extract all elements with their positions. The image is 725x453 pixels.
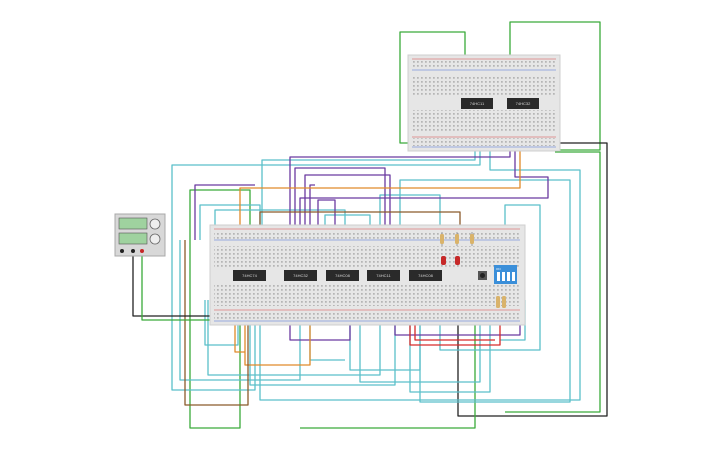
chip-74hc32[interactable]: 74HC32 [284,270,317,281]
dip-switch-label: ON [496,267,501,271]
wire-cyan[interactable] [399,179,571,403]
chip-74hc74[interactable]: 74HC74 [233,270,266,281]
chip-label: 74HC74 [242,273,257,278]
wire-green[interactable] [505,151,601,413]
chip-74hc11[interactable]: 74HC11 [367,270,400,281]
chip-74hc08-a[interactable]: 74HC08 [326,270,359,281]
wire-purple[interactable] [317,199,336,240]
wire-purple[interactable] [309,184,315,240]
chip-label: 74HC08 [335,273,350,278]
wire-cyan[interactable] [439,204,541,351]
chip-label: 74HC11 [470,101,485,106]
wire-cyan[interactable] [409,316,491,393]
wire-purple[interactable] [194,184,255,240]
resistor[interactable] [502,296,506,308]
wire-green[interactable] [509,21,601,151]
led-red[interactable] [455,256,460,265]
wire-green[interactable] [189,189,251,429]
chip-label: 74HC32 [293,273,308,278]
chip-74hc11-top[interactable]: 74HC11 [461,98,493,109]
chip-74hc32-top[interactable]: 74HC32 [507,98,539,109]
wire-purple[interactable] [299,130,549,240]
wire-red[interactable] [409,310,501,346]
dip-switch[interactable]: ON [494,265,517,284]
chip-label: 74HC08 [418,273,433,278]
chip-label: 74HC11 [376,273,391,278]
wire-cyan[interactable] [379,194,441,240]
wire-cyan[interactable] [249,316,396,386]
wire-cyan[interactable] [204,300,239,346]
wire-cyan[interactable] [171,130,481,391]
wire-orange[interactable] [244,316,311,366]
wire-brown[interactable] [184,240,249,406]
wire-orange[interactable] [239,130,521,232]
resistor[interactable] [455,232,459,246]
wire-purple[interactable] [304,174,391,240]
power-supply[interactable] [114,213,166,257]
wire-purple[interactable] [289,316,351,341]
wire-green[interactable] [141,255,215,321]
resistor[interactable] [440,232,444,246]
wire-green[interactable] [300,318,476,429]
resistor[interactable] [470,232,474,246]
wire-cyan[interactable] [207,300,381,376]
chip-74hc08-b[interactable]: 74HC08 [409,270,442,281]
wire-black[interactable] [457,142,608,417]
wire-orange[interactable] [234,316,245,353]
wire-cyan[interactable] [359,316,481,383]
wire-cyan[interactable] [259,130,581,401]
led-red[interactable] [441,256,446,265]
wire-black[interactable] [132,255,215,317]
wire-cyan[interactable] [179,240,301,381]
resistor[interactable] [496,296,500,308]
push-button[interactable] [478,271,487,280]
wire-purple[interactable] [294,167,386,240]
chip-label: 74HC32 [516,101,531,106]
